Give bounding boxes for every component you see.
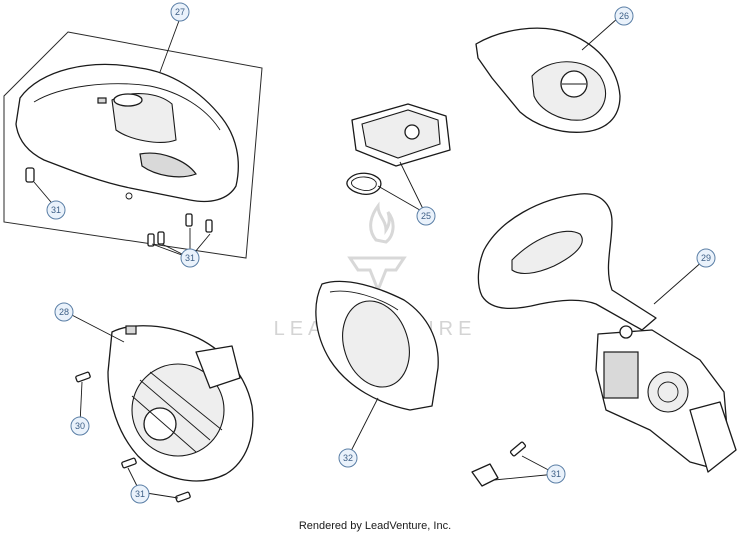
callout-27-label: 27 xyxy=(175,7,185,17)
callout-28-label: 28 xyxy=(59,307,69,317)
callout-31-a-label: 31 xyxy=(51,205,61,215)
part-25-filter-hole xyxy=(404,124,420,140)
screw-31-e xyxy=(157,231,165,245)
part-28-starter[interactable] xyxy=(107,325,254,482)
screws-bottom-left[interactable] xyxy=(75,371,191,503)
screw-31-h xyxy=(509,441,527,457)
part-28-tab xyxy=(125,325,137,335)
part-27-frame xyxy=(3,31,263,259)
callout-31-b[interactable]: 31 xyxy=(180,248,200,268)
screw-31-g xyxy=(175,491,191,503)
callout-31-d[interactable]: 31 xyxy=(546,464,566,484)
callout-27[interactable]: 27 xyxy=(170,2,190,22)
part-29-clutch xyxy=(647,371,689,413)
callout-29-label: 29 xyxy=(701,253,711,263)
part-29-chain-brake[interactable] xyxy=(477,193,737,473)
callout-31-d-label: 31 xyxy=(551,469,561,479)
part-32-fan-shroud[interactable] xyxy=(315,280,439,411)
footer-credit: Rendered by LeadVenture, Inc. xyxy=(298,520,452,532)
callout-26-label: 26 xyxy=(619,11,629,21)
part-29-handle-slot xyxy=(511,230,583,275)
part-32-hole xyxy=(342,300,410,388)
screw-31-f xyxy=(121,457,137,469)
callout-28[interactable]: 28 xyxy=(54,302,74,322)
clip-31 xyxy=(471,463,499,487)
part-27-cover-group[interactable] xyxy=(3,31,263,259)
callout-31-a[interactable]: 31 xyxy=(46,200,66,220)
callout-26[interactable]: 26 xyxy=(614,6,634,26)
part-29-plate xyxy=(603,351,639,399)
part-29-pivot xyxy=(619,325,633,339)
callout-29[interactable]: 29 xyxy=(696,248,716,268)
part-27-slot xyxy=(139,152,197,178)
part-28-hub xyxy=(143,407,177,441)
watermark-flame-icon xyxy=(369,201,395,244)
part-28-handle xyxy=(195,345,241,389)
screw-31-d xyxy=(147,233,155,247)
callout-31-c[interactable]: 31 xyxy=(130,484,150,504)
callout-31-b-label: 31 xyxy=(185,253,195,263)
screw-30 xyxy=(75,371,91,383)
screws-31-left[interactable] xyxy=(25,167,213,247)
callout-32[interactable]: 32 xyxy=(338,448,358,468)
callout-30-label: 30 xyxy=(75,421,85,431)
screw-31-a xyxy=(25,167,35,183)
screw-31-c xyxy=(205,219,213,233)
callout-31-c-label: 31 xyxy=(135,489,145,499)
watermark-v-icon xyxy=(347,256,407,295)
screw-31-b xyxy=(185,213,193,227)
part-25-air-filter[interactable] xyxy=(346,103,451,195)
part-27-symbol xyxy=(125,192,133,200)
part-29-cover xyxy=(689,401,737,473)
callout-32-label: 32 xyxy=(343,453,353,463)
part-26-top-cover[interactable] xyxy=(475,27,621,133)
part-27-tab xyxy=(97,97,107,104)
callout-30[interactable]: 30 xyxy=(70,416,90,436)
callout-25-label: 25 xyxy=(421,211,431,221)
callout-25[interactable]: 25 xyxy=(416,206,436,226)
part-29-handle xyxy=(477,193,657,331)
part-27-oval xyxy=(113,93,143,107)
screws-bottom-right[interactable] xyxy=(471,441,527,487)
